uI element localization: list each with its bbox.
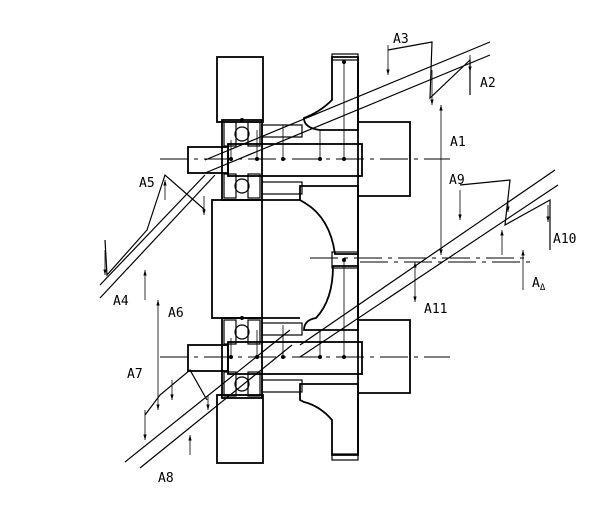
label-a5: A5: [139, 176, 155, 191]
upper-shaft: [187, 121, 411, 197]
flange-body: [262, 53, 359, 461]
label-a-delta-main: A: [532, 276, 540, 291]
label-a3: A3: [393, 32, 409, 47]
label-a2: A2: [480, 76, 496, 91]
dimension-arrows: [103, 45, 550, 455]
label-a-delta-sub: Δ: [540, 283, 546, 293]
label-a1: A1: [450, 135, 466, 150]
label-a11: A11: [424, 302, 447, 317]
lower-shaft: [187, 319, 411, 394]
label-a10: A10: [553, 232, 576, 247]
label-a4: A4: [113, 294, 129, 309]
label-a6: A6: [168, 306, 184, 321]
lower-bearing-assembly: [221, 317, 303, 399]
label-a7: A7: [127, 367, 143, 382]
dimension-labels: A1 A2 A3 A4 A5 A6 A7 A8 A9 A10 A11 AΔ: [113, 32, 576, 486]
label-a-delta: AΔ: [532, 276, 546, 293]
label-a8: A8: [158, 471, 174, 486]
chain-nodes: [229, 60, 346, 359]
label-a9: A9: [449, 173, 465, 188]
upper-bearing-assembly: [221, 119, 303, 201]
housing-wall: [211, 56, 264, 464]
dimension-chain-lines: [99, 41, 559, 469]
